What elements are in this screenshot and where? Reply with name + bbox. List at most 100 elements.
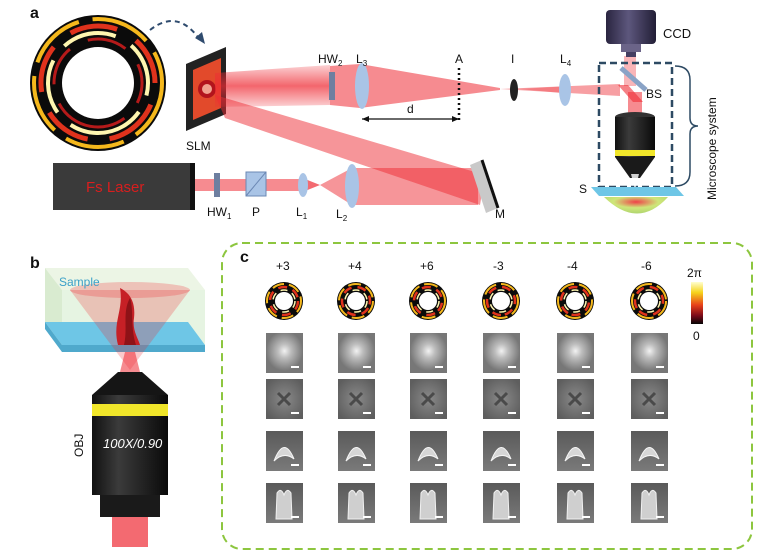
l1-lens — [298, 173, 308, 197]
l2-label: L2 — [336, 207, 348, 223]
charge-label: -6 — [641, 259, 652, 273]
beam-focusing — [330, 64, 500, 108]
charge-label: +6 — [420, 259, 434, 273]
optical-image-structure — [266, 379, 303, 419]
microscope-brace — [674, 65, 699, 187]
colorbar — [691, 282, 703, 324]
sem-image-top — [557, 431, 594, 471]
colorbar-max: 2π — [687, 266, 702, 280]
panel-a-label: a — [30, 5, 39, 22]
panel-c-label: c — [240, 249, 249, 266]
focus-spot — [604, 197, 668, 214]
beam-to-objective — [628, 92, 642, 114]
sample-label: Sample — [59, 275, 100, 289]
beam-l2-mirror — [352, 168, 478, 205]
mirror-m — [470, 160, 498, 213]
beam-slm-hw2 — [215, 65, 330, 107]
optical-image-intensity — [631, 333, 668, 373]
microscope-system-label: Microscope system — [705, 97, 719, 200]
optical-image-intensity — [410, 333, 447, 373]
sem-image-side — [483, 483, 520, 523]
mirror-surface — [480, 159, 500, 209]
optical-image-intensity — [338, 333, 375, 373]
optical-image-intensity — [557, 333, 594, 373]
vortex-phase-small — [337, 282, 375, 320]
vortex-phase-small — [409, 282, 447, 320]
optical-image-intensity — [266, 333, 303, 373]
l3-label: L3 — [356, 52, 368, 68]
charge-label: -3 — [493, 259, 504, 273]
optical-image-structure — [483, 379, 520, 419]
ccd-label: CCD — [663, 26, 691, 41]
charge-label: +3 — [276, 259, 290, 273]
d-label: d — [407, 102, 414, 116]
m-label: M — [495, 207, 505, 221]
hw2-plate — [329, 72, 335, 100]
optical-image-structure — [631, 379, 668, 419]
sample-slide-a — [591, 187, 684, 196]
colorbar-min: 0 — [693, 329, 700, 343]
optical-image-structure — [338, 379, 375, 419]
arrow-head-icon — [195, 32, 205, 44]
sem-image-side — [266, 483, 303, 523]
magnification-label: 100X/0.90 — [103, 436, 163, 451]
sem-image-top — [631, 431, 668, 471]
sample-volume — [45, 268, 205, 352]
hw1-plate — [214, 173, 220, 197]
cone-top — [70, 282, 190, 298]
l4-label: L4 — [560, 52, 572, 68]
hw2-label: HW2 — [318, 52, 343, 68]
sem-image-side — [410, 483, 447, 523]
hw1-label: HW1 — [207, 205, 232, 221]
sem-image-side — [338, 483, 375, 523]
sem-image-top — [266, 431, 303, 471]
p-label: P — [252, 205, 260, 219]
s-label: S — [579, 182, 587, 196]
ccd-camera — [606, 10, 656, 57]
l4-lens — [559, 74, 571, 106]
beam-iris-l4 — [520, 86, 570, 94]
laser-aperture — [190, 163, 195, 210]
sem-image-top — [338, 431, 375, 471]
slm-device — [186, 47, 226, 131]
a-label: A — [455, 52, 463, 66]
i-label: I — [511, 52, 514, 66]
sem-image-side — [631, 483, 668, 523]
charge-label: +4 — [348, 259, 362, 273]
beam-splitter — [619, 66, 648, 92]
polarizer-diagonal — [245, 171, 267, 197]
dashed-arrow — [149, 20, 201, 41]
sem-image-top — [483, 431, 520, 471]
optical-image-intensity — [483, 333, 520, 373]
experiment-grid: +3 +4 +6 -3 -4 -6 — [265, 259, 668, 523]
fs-laser-label: Fs Laser — [86, 179, 144, 196]
bs-label: BS — [646, 87, 662, 101]
objective-b — [92, 372, 168, 547]
arrow-right-icon — [452, 116, 459, 122]
twisted-microstructure — [116, 288, 140, 345]
iris — [510, 79, 518, 101]
vortex-phase-small — [482, 282, 520, 320]
panel-c-box — [221, 242, 753, 550]
beam-expanding — [320, 168, 352, 205]
optical-image-structure — [557, 379, 594, 419]
vortex-phase-small — [265, 282, 303, 320]
slm-label: SLM — [186, 139, 211, 153]
objective-lens-a — [615, 112, 655, 190]
optical-image-structure — [410, 379, 447, 419]
sem-image-side — [557, 483, 594, 523]
arrow-left-icon — [362, 116, 369, 122]
sem-image-top — [410, 431, 447, 471]
vortex-phase-small — [556, 282, 594, 320]
charge-label: -4 — [567, 259, 578, 273]
vortex-phase-small — [630, 282, 668, 320]
l1-label: L1 — [296, 205, 308, 221]
l2-lens — [345, 164, 359, 208]
panel-b-label: b — [30, 255, 40, 272]
l3-lens — [355, 63, 369, 109]
beam-into-objective — [120, 352, 140, 372]
beam-l1-focus — [305, 179, 320, 191]
obj-label: OBJ — [72, 434, 86, 457]
vortex-phase-pattern-large — [30, 15, 166, 151]
